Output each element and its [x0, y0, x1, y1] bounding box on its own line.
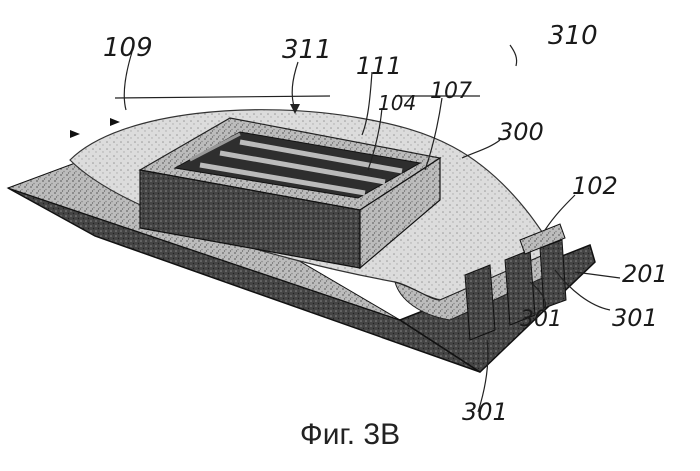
label-109: 109 [103, 33, 153, 63]
label-301-right: 301 [612, 304, 658, 332]
label-107: 107 [430, 79, 472, 104]
label-201: 201 [622, 260, 668, 288]
label-111: 111 [356, 52, 402, 80]
label-301-center: 301 [520, 307, 562, 332]
label-310: 310 [548, 21, 598, 51]
figure-caption: Фиг. 3В [0, 418, 700, 452]
label-311: 311 [282, 35, 332, 65]
label-300: 300 [498, 118, 544, 146]
label-102: 102 [572, 172, 618, 200]
label-104: 104 [378, 91, 416, 115]
